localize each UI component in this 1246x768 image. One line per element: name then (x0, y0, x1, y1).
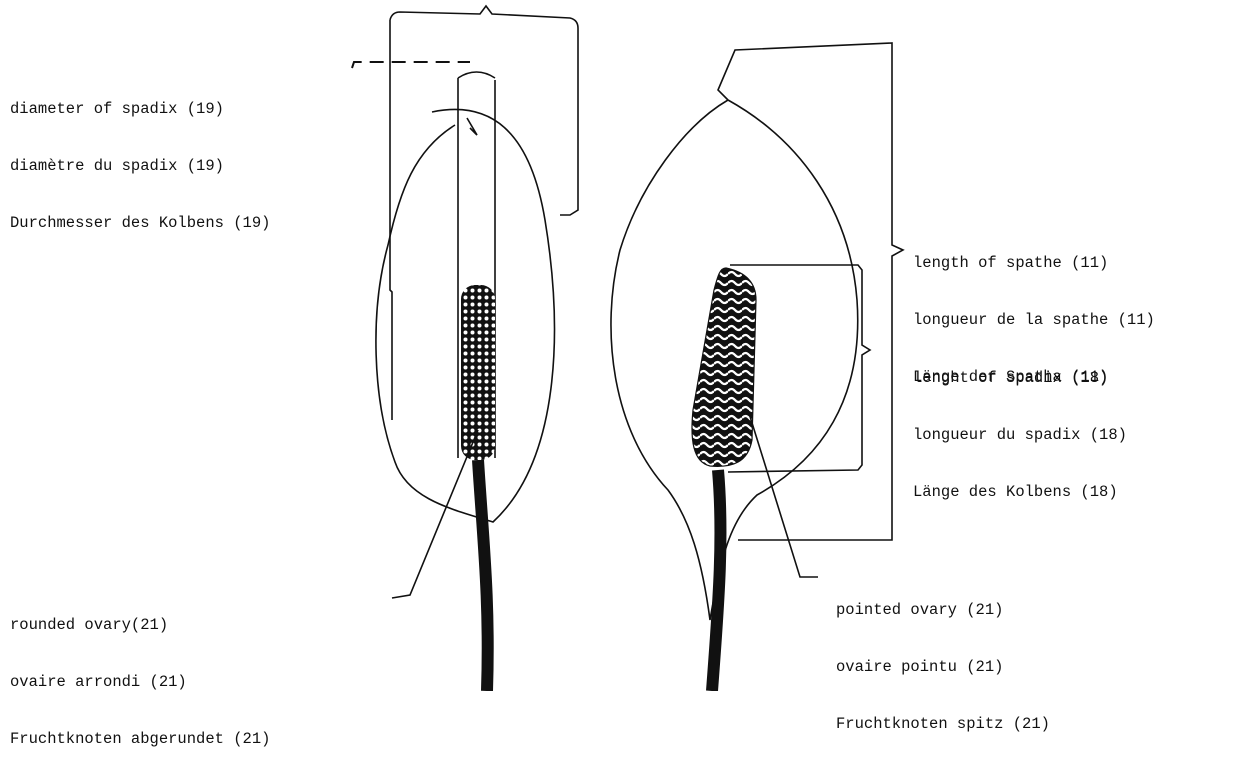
pointed-ovary-label: pointed ovary (21) ovaire pointu (21) Fr… (836, 563, 1050, 753)
rounded-ovary-label: rounded ovary(21) ovaire arrondi (21) Fr… (10, 578, 270, 768)
label-de: Durchmesser des Kolbens (19) (10, 214, 270, 233)
label-de: Fruchtknoten abgerundet (21) (10, 730, 270, 749)
right-stem (712, 470, 720, 691)
spadix-diameter-leader (352, 62, 470, 68)
label-fr: longueur de la spathe (11) (913, 311, 1155, 330)
label-en: diameter of spadix (19) (10, 100, 270, 119)
label-fr: ovaire arrondi (21) (10, 673, 270, 692)
spadix-length-label: lenght of spadix (18) longueur du spadix… (913, 331, 1127, 521)
label-fr: diamètre du spadix (19) (10, 157, 270, 176)
label-fr: longueur du spadix (18) (913, 426, 1127, 445)
label-en: rounded ovary(21) (10, 616, 270, 635)
left-ovary-texture (461, 285, 495, 460)
label-en: lenght of spadix (18) (913, 369, 1127, 388)
label-fr: ovaire pointu (21) (836, 658, 1050, 677)
label-de: Länge des Kolbens (18) (913, 483, 1127, 502)
label-de: Fruchtknoten spitz (21) (836, 715, 1050, 734)
label-en: pointed ovary (21) (836, 601, 1050, 620)
right-ovary-texture (692, 268, 756, 466)
left-stem (478, 460, 488, 691)
spadix-diameter-label: diameter of spadix (19) diamètre du spad… (10, 62, 270, 252)
label-en: length of spathe (11) (913, 254, 1155, 273)
